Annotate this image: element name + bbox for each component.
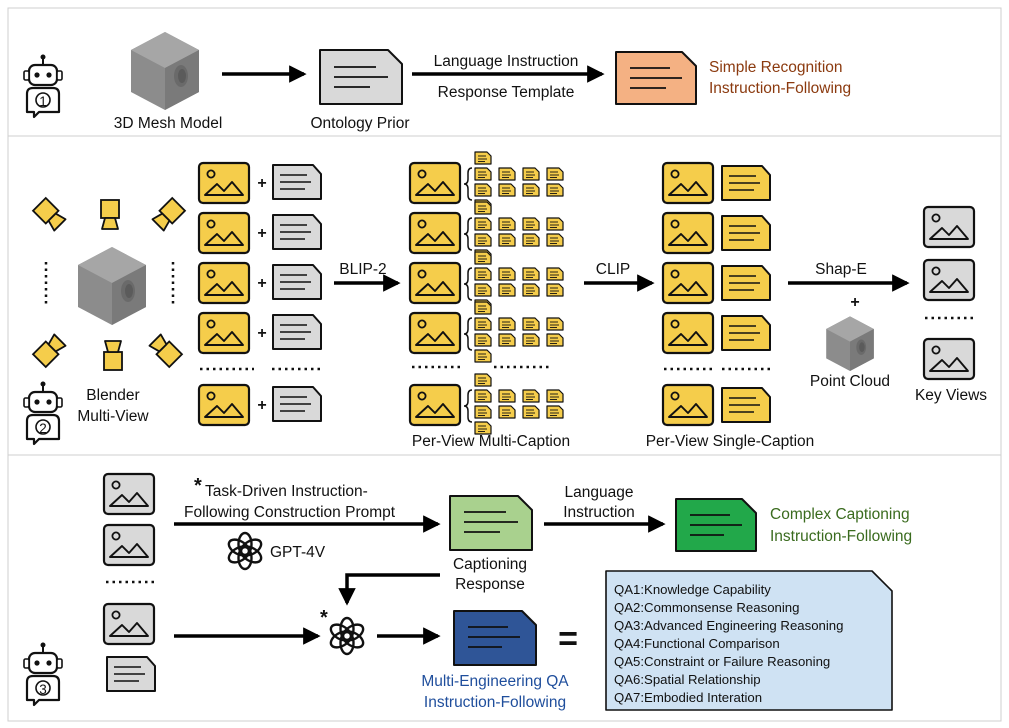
qa-item: QA3:Advanced Engineering Reasoning [614, 618, 843, 633]
key-views [922, 205, 976, 381]
language-instruction-label: Language Instruction [434, 53, 579, 70]
multi-engineering-qa-doc [453, 610, 537, 666]
simple-recognition-doc [615, 51, 697, 105]
robot-number: 1 [39, 94, 47, 109]
mesh-model-icon [131, 32, 199, 110]
qa-output-line1: Multi-Engineering QA [421, 673, 569, 690]
qa-item: QA7:Embodied Interation [614, 690, 762, 705]
svg-text:+: + [257, 225, 266, 242]
elbow-arrow [338, 573, 440, 606]
robot-icon: 2 [22, 380, 64, 446]
point-cloud-label: Point Cloud [810, 373, 890, 390]
equals-sign: = [558, 620, 578, 658]
single-caption-column [661, 161, 774, 427]
gpt-logo-icon [326, 616, 368, 656]
simple-recognition-line2: Instruction-Following [709, 80, 851, 97]
qa-item: QA6:Spatial Relationship [614, 672, 761, 687]
robot-icon: 3 [22, 641, 64, 707]
blip-label: BLIP-2 [339, 261, 386, 278]
captioning-line2: Response [455, 576, 525, 593]
gpt-logo-icon [224, 531, 266, 571]
robot-number: 3 [39, 682, 47, 697]
key-views-label: Key Views [915, 387, 987, 404]
mesh-model-icon [78, 247, 146, 325]
qa-item: QA1:Knowledge Capability [614, 582, 771, 597]
captioning-response-doc [449, 495, 533, 551]
point-cloud-icon [826, 316, 874, 371]
gpt-label: GPT-4V [270, 544, 326, 561]
complex-captioning-doc [675, 498, 757, 552]
input-views [102, 472, 156, 692]
language-line1: Language [565, 484, 634, 501]
single-caption-label: Per-View Single-Caption [646, 433, 815, 450]
qa-item: QA5:Constraint or Failure Reasoning [614, 654, 830, 669]
robot-icon: 1 [22, 53, 64, 119]
captioning-line1: Captioning [453, 556, 527, 573]
ontology-prior-label: Ontology Prior [310, 115, 409, 132]
svg-text:+: + [257, 325, 266, 342]
shap-e-label: Shap-E [815, 261, 867, 278]
qa-types-panel: QA1:Knowledge Capability QA2:Commonsense… [605, 570, 893, 711]
gpt-asterisk: * [320, 607, 328, 629]
simple-recognition-line1: Simple Recognition [709, 59, 843, 76]
qa-item: QA4:Functional Comparison [614, 636, 780, 651]
complex-captioning-line2: Instruction-Following [770, 528, 912, 545]
multi-caption-label: Per-View Multi-Caption [412, 433, 570, 450]
view-caption-pairs: + + + + + [197, 161, 322, 427]
robot-number: 2 [39, 421, 47, 436]
section-frames [7, 7, 1002, 722]
blender-label-line1: Blender [86, 387, 139, 404]
ontology-prior-doc [319, 49, 403, 105]
clip-label: CLIP [596, 261, 630, 278]
complex-captioning-line1: Complex Captioning [770, 506, 910, 523]
stage-2: 2 Blender Multi-View + + + + + BLIP-2 Pe… [22, 152, 987, 450]
svg-text:+: + [257, 275, 266, 292]
stage-3: 3 * Task-Driven Instruction- Following C… [22, 472, 912, 711]
multi-caption-column [408, 152, 563, 434]
plus-sign: + [850, 294, 859, 311]
mesh-model-label: 3D Mesh Model [114, 115, 223, 132]
svg-text:+: + [257, 397, 266, 414]
qa-item: QA2:Commonsense Reasoning [614, 600, 799, 615]
svg-text:+: + [257, 175, 266, 192]
stage-1: 1 3D Mesh Model Ontology Prior Language … [22, 32, 851, 132]
qa-output-line2: Instruction-Following [424, 694, 566, 711]
prompt-line2: Following Construction Prompt [184, 504, 396, 521]
blender-label-line2: Multi-View [77, 408, 149, 425]
prompt-asterisk: * [194, 475, 202, 497]
language-line2: Instruction [563, 504, 635, 521]
response-template-label: Response Template [438, 84, 575, 101]
prompt-line1: Task-Driven Instruction- [205, 483, 368, 500]
